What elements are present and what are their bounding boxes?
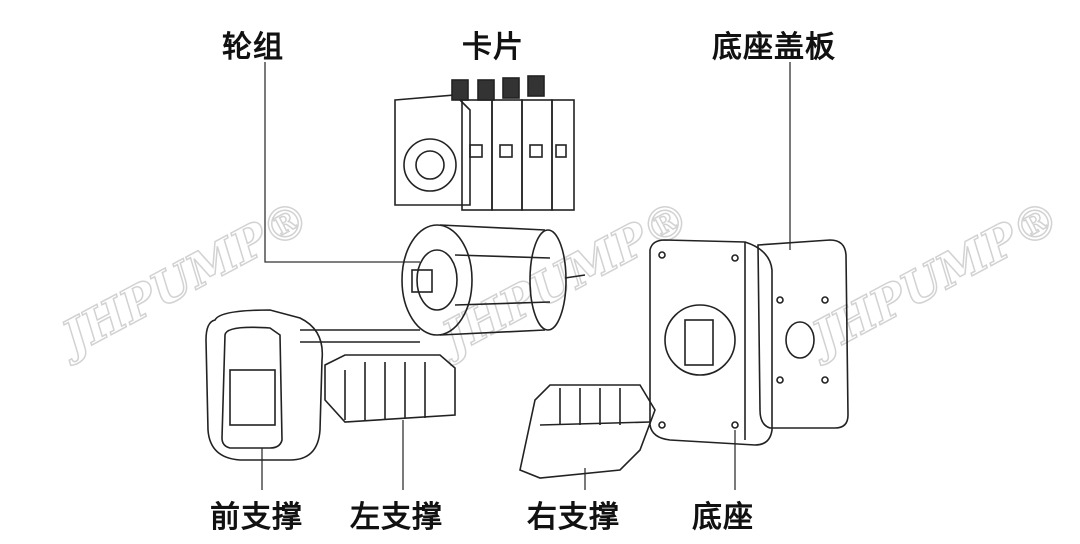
card-assembly <box>394 75 575 211</box>
leader-lines <box>261 62 791 490</box>
label-wheel-group: 轮组 <box>222 30 284 65</box>
left-support <box>324 354 456 423</box>
label-card: 卡片 <box>462 30 524 65</box>
base <box>649 239 773 446</box>
wheel-group <box>401 224 586 336</box>
right-support <box>519 384 656 479</box>
label-front-support: 前支撑 <box>210 500 303 535</box>
label-right-support: 右支撑 <box>527 500 620 535</box>
label-base: 底座 <box>692 500 754 535</box>
front-support <box>205 309 324 461</box>
base-cover <box>757 239 849 429</box>
label-left-support: 左支撑 <box>350 500 443 535</box>
label-base-cover: 底座盖板 <box>712 30 836 65</box>
